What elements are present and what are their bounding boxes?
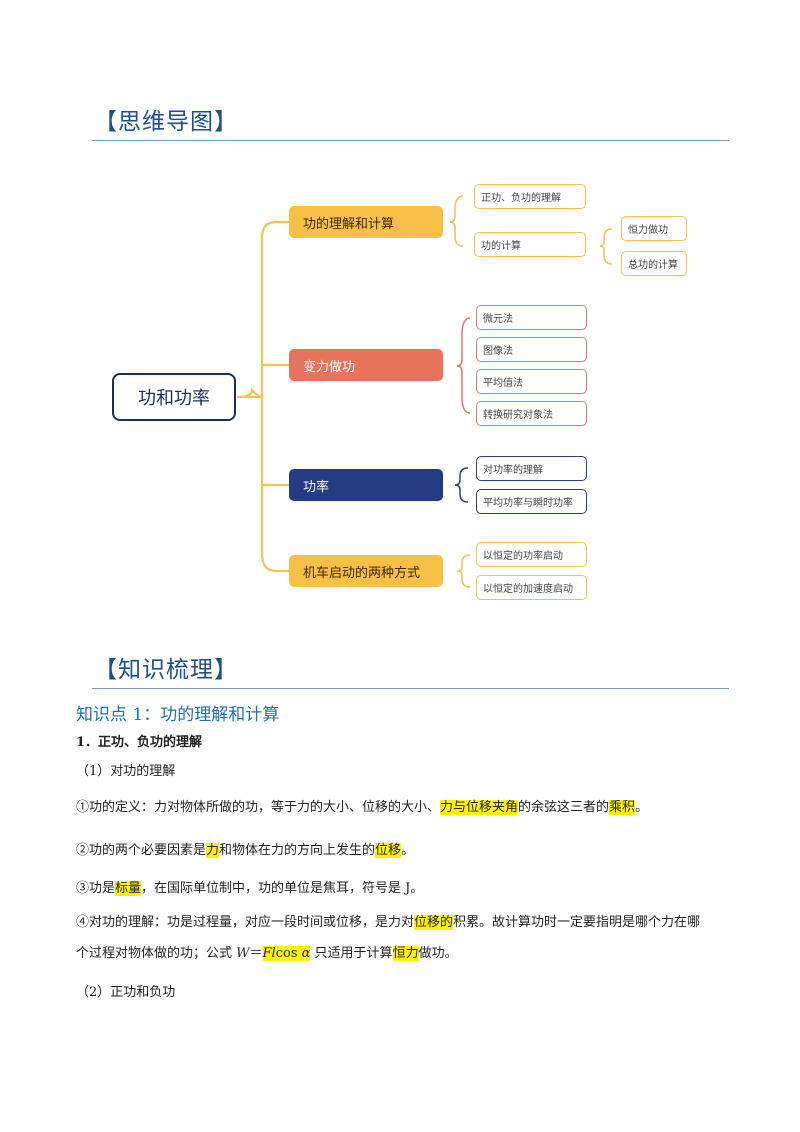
branch-work-calculation: 功的理解和计算 [289,206,443,238]
paragraph-work-scalar: ③功是标量，在国际单位制中，功的单位是焦耳，符号是 J。 [76,881,424,896]
leaf-constant-acceleration-start: 以恒定的加速度启动 [476,575,587,600]
subsection-heading: （1）对功的理解 [76,764,176,779]
leaf-average-method: 平均值法 [476,369,587,394]
leaf-average-instant-power: 平均功率与瞬时功率 [476,489,587,514]
leaf-constant-power-start: 以恒定的功率启动 [476,542,587,567]
branch-vehicle-start: 机车启动的两种方式 [289,555,443,587]
branch-variable-force-work: 变力做功 [289,349,443,381]
leaf-power-understanding: 对功率的理解 [476,456,587,481]
leaf-work-calculation: 功的计算 [474,232,586,257]
knowledge-heading: 【知识梳理】 [94,657,238,683]
paragraph-work-factors: ②功的两个必要因素是力和物体在力的方向上发生的位移。 [76,843,415,858]
mindmap-root: 功和功率 [112,373,236,421]
subsection-heading-2: （2）正功和负功 [76,985,176,1000]
highlight: 乘积 [609,800,636,815]
heading-divider [92,140,729,141]
highlight: 恒力 [392,946,419,961]
mindmap-heading: 【思维导图】 [94,109,238,135]
leaf-positive-negative-work: 正功、负功的理解 [474,184,586,209]
formula-highlight: Flcos α [262,946,311,961]
knowledge-point-title: 知识点 1：功的理解和计算 [76,705,280,725]
branch-power: 功率 [289,469,443,501]
highlight: 标量 [115,881,142,896]
leaf-graph-method: 图像法 [476,337,587,362]
mindmap-connectors [236,195,613,588]
paragraph-work-formula: 个过程对物体做的功；公式 W＝Flcos α 只适用于计算恒力做功。 [76,946,458,961]
highlight: 位移 [375,843,402,858]
highlight: 位移的 [414,915,454,930]
highlight: 力与位移夹角 [440,800,519,815]
leaf-object-conversion-method: 转换研究对象法 [476,401,587,426]
leaf-total-work: 总功的计算 [621,251,687,276]
paragraph-work-understanding: ④对功的理解：功是过程量，对应一段时间或位移，是力对位移的积累。故计算功时一定要… [76,915,701,930]
paragraph-work-definition: ①功的定义：力对物体所做的功，等于力的大小、位移的大小、力与位移夹角的余弦这三者… [76,800,649,815]
section-heading: 1．正功、负功的理解 [76,735,203,750]
highlight: 力 [206,843,220,858]
leaf-micro-element-method: 微元法 [476,305,587,330]
knowledge-divider [92,688,729,689]
leaf-constant-force-work: 恒力做功 [621,216,687,241]
